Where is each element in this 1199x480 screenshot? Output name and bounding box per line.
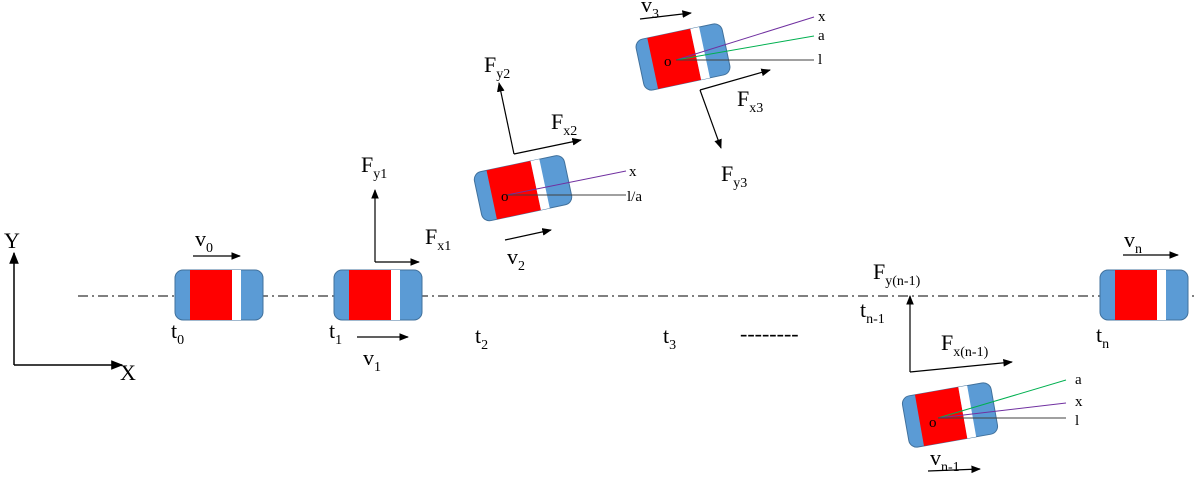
vehicle-t2-lines (506, 170, 627, 196)
point-label-t3: o (664, 54, 672, 70)
force-label-fx1: Fx1 (425, 224, 451, 254)
line-label-la-t2: l/a (627, 189, 642, 205)
velocity-labels: v0 v1 v2 v3 vn-1 vn (195, 0, 1142, 475)
vehicle-t3 (635, 23, 731, 91)
line-labels: x l/a x a l a x l (627, 9, 1083, 429)
ellipsis-dashes: -------- (740, 321, 799, 346)
velocity-label-vn-1: vn-1 (930, 445, 960, 475)
vehicle-tn (1099, 269, 1189, 321)
line-label-x-t3: x (818, 9, 826, 25)
vehicle-tn-1-lines (937, 379, 1067, 419)
time-label-tn: tn (1096, 322, 1109, 352)
line-label-l-tn-1: l (1075, 413, 1079, 429)
velocity-arrows (193, 10, 1179, 474)
time-label-t1: t1 (329, 318, 342, 348)
time-label-tn-1: tn-1 (860, 297, 885, 327)
velocity-label-v3: v3 (641, 0, 659, 22)
vehicle-t3-lines (675, 16, 815, 61)
time-label-t3: t3 (663, 323, 676, 353)
vehicle-t2 (473, 155, 573, 222)
time-label-t2: t2 (475, 323, 488, 353)
line-label-a-tn-1: a (1075, 372, 1082, 388)
velocity-label-v2: v2 (507, 244, 525, 274)
force-label-fx2: Fx2 (551, 109, 577, 139)
line-label-l-t3: l (818, 52, 822, 68)
force-labels: Fy1 Fx1 Fy2 Fx2 Fx3 Fy3 Fy(n-1) Fx(n-1) (361, 52, 989, 360)
point-label-tn-1: o (929, 415, 937, 431)
velocity-label-v1: v1 (363, 345, 381, 375)
force-arrows (371, 68, 1013, 373)
line-label-x-t2: x (629, 164, 637, 180)
line-label-a-t3: a (818, 28, 825, 44)
force-label-fy-n-1: Fy(n-1) (873, 259, 921, 289)
time-labels: t0 t1 t2 t3 tn-1 tn (171, 297, 1109, 353)
force-label-fx3: Fx3 (737, 86, 763, 116)
force-label-fy3: Fy3 (721, 161, 747, 191)
coordinate-axes: Y X (4, 228, 136, 385)
point-label-t2: o (501, 189, 509, 205)
x-axis-label: X (120, 360, 136, 385)
velocity-label-v0: v0 (195, 226, 213, 256)
force-label-fy1: Fy1 (361, 152, 387, 182)
vehicle-point-labels: o o o (501, 54, 937, 431)
y-axis-label: Y (4, 228, 20, 253)
line-label-x-tn-1: x (1075, 394, 1083, 410)
force-label-fy2: Fy2 (484, 52, 510, 82)
vehicle-tn-1 (901, 382, 999, 448)
time-label-t0: t0 (171, 318, 184, 348)
vehicle-t1 (333, 269, 423, 321)
force-label-fx-n-1: Fx(n-1) (941, 330, 989, 360)
velocity-label-vn: vn (1124, 227, 1142, 257)
vehicle-t0 (174, 269, 264, 321)
